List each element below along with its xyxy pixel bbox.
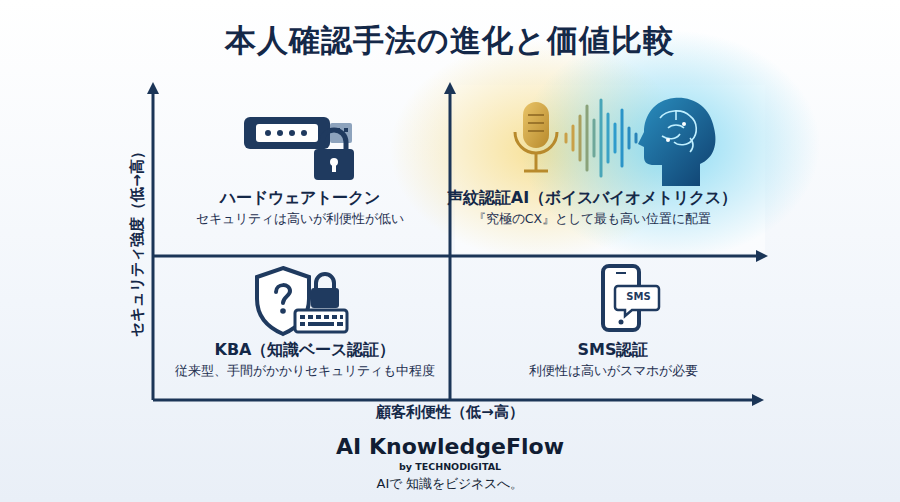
phone-icon: [603, 266, 659, 330]
voice-ai-icon: [515, 98, 715, 186]
axis-label: セキュリティ強度（低→高）: [128, 141, 147, 341]
method-heading: SMS認証: [498, 340, 728, 360]
method-heading: KBA（知識ベース認証）: [160, 340, 450, 360]
quadrant-item: 声紋認証AI（ボイスバイオメトリクス） 『究極のCX』として最も高い位置に配置: [442, 188, 742, 228]
highlight-glow: [390, 30, 820, 260]
method-description: 利便性は高いがスマホが必要: [498, 362, 728, 380]
method-description: 従来型、手間がかかりセキュリティも中程度: [160, 362, 450, 380]
quadrant-item: KBA（知識ベース認証） 従来型、手間がかかりセキュリティも中程度: [160, 340, 450, 380]
brand-tagline: AIで 知識をビジネスへ。: [300, 475, 600, 493]
brand-name: AI KnowledgeFlow: [250, 434, 650, 459]
method-description: 『究極のCX』として最も高い位置に配置: [442, 210, 742, 228]
quadrant-item: SMS認証利便性は高いがスマホが必要: [498, 340, 728, 380]
chart-title: 本人確認手法の進化と価値比較: [0, 20, 900, 62]
quadrant-item: ハードウェアトークンセキュリティは高いが利便性が低い: [180, 188, 420, 228]
axis-label: 顧客利便性（低→高）: [300, 403, 600, 422]
method-heading: 声紋認証AI（ボイスバイオメトリクス）: [442, 188, 742, 208]
hardware-token-icon: [244, 117, 354, 180]
brand-byline: by TECHNODIGITAL: [350, 461, 550, 472]
axes: [153, 88, 762, 400]
method-description: セキュリティは高いが利便性が低い: [180, 210, 420, 228]
kba-icon: [257, 268, 347, 334]
method-heading: ハードウェアトークン: [180, 188, 420, 208]
icon-text: SMS: [618, 291, 659, 302]
